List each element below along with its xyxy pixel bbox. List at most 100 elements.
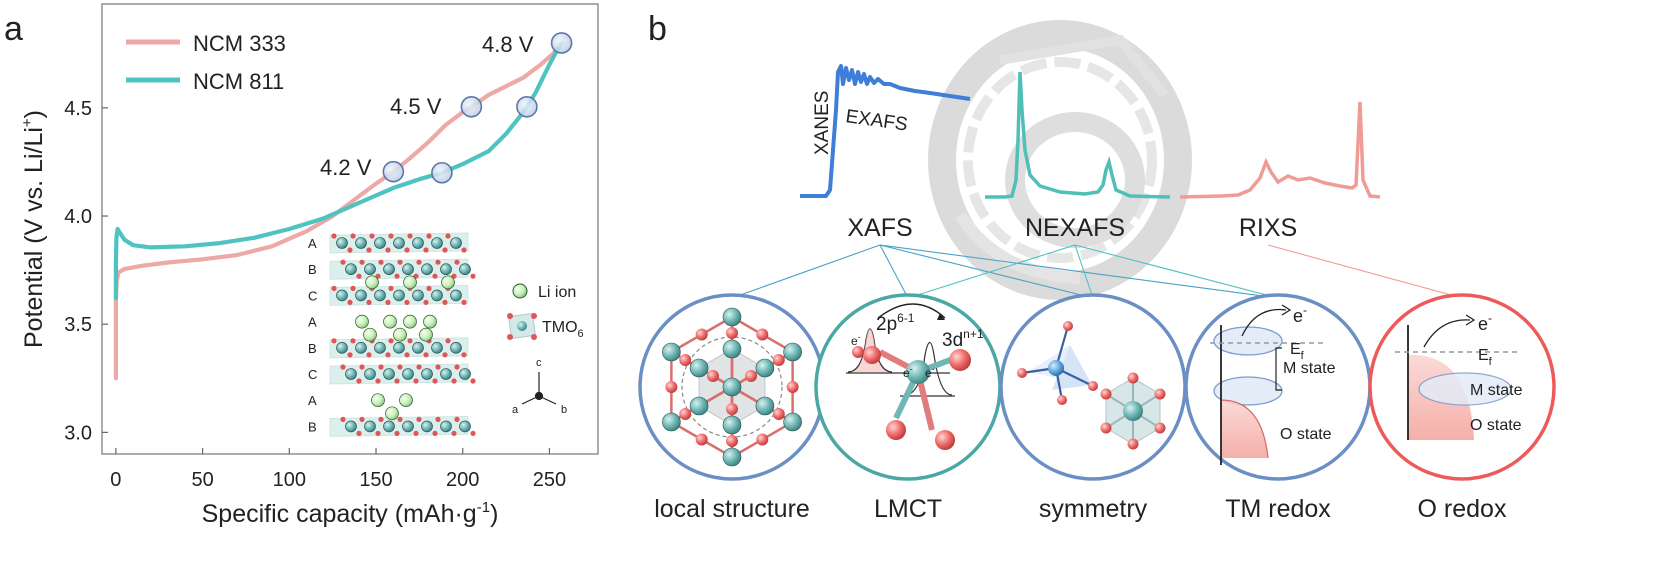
xanes-label: XANES (812, 91, 833, 155)
plot-frame (101, 3, 599, 455)
oxygen-atom (366, 299, 372, 305)
oxygen-atom (359, 259, 365, 265)
tm-atom (722, 339, 742, 359)
tm-atom (421, 263, 433, 276)
tm-redox-o-label: O state (1280, 426, 1332, 443)
oxygen-atom (350, 338, 356, 344)
oxygen-atom (786, 381, 799, 393)
oxygen-atom (679, 408, 692, 420)
oxygen-atom (347, 299, 353, 305)
oxygen-atom (435, 259, 441, 265)
oxygen-atom (388, 338, 394, 344)
tm-atom (402, 263, 414, 276)
li-ion-atom (355, 314, 369, 329)
tm-atom (364, 368, 376, 380)
tm-atom (336, 237, 348, 249)
connector-lines (731, 244, 1463, 299)
oxygen-atom (442, 247, 448, 253)
li-ion-atom (423, 314, 437, 329)
inset-legend: Li ion TMO6 c a b (507, 283, 584, 416)
tm-atom (722, 447, 742, 467)
x-tick-label: 100 (273, 469, 306, 491)
tm-atom (364, 420, 376, 433)
synchrotron-ring-illustration (928, 20, 1192, 300)
series-line-ncm333 (113, 40, 564, 381)
tm-atom (355, 341, 367, 354)
x-tick-label: 50 (191, 469, 213, 491)
y-tick-label: 3.0 (64, 422, 92, 444)
y-tick-label: 3.5 (64, 314, 92, 336)
oxygen-atom (454, 259, 460, 265)
oxygen-atom (442, 299, 448, 305)
xafs-title: XAFS (847, 214, 912, 242)
oxygen-atom (375, 378, 381, 384)
caption-symmetry: symmetry (1039, 495, 1148, 523)
lmct-e2: e- (903, 364, 913, 380)
x-tick-label: 200 (446, 469, 479, 491)
stacking-layer-label: C (308, 367, 317, 382)
tm-atom (393, 289, 405, 302)
caption-tm-redox: TM redox (1225, 495, 1331, 523)
stacking-layer-label: A (308, 393, 317, 408)
legend-label-ncm333: NCM 333 (193, 31, 286, 56)
tm-atom (440, 368, 452, 380)
oxygen-atom (385, 352, 391, 358)
oxygen-atom (442, 352, 448, 358)
oxygen-atom (745, 370, 757, 382)
x-tick-label: 0 (110, 469, 121, 491)
oxygen-atom (432, 273, 438, 279)
lmct-e3: e- (925, 364, 935, 380)
tm-atom (402, 420, 414, 433)
oxygen-atom (340, 364, 346, 370)
li-ion-atom (393, 327, 407, 342)
oxygen-atom (350, 285, 356, 291)
lmct-2p-label: 2p6-1 (876, 311, 915, 335)
tm-atom (412, 289, 424, 302)
tm-atom (459, 263, 471, 276)
tm-atom (689, 396, 709, 416)
x-axis-label: Specific capacity (mAh·g-1) (202, 499, 499, 528)
oxygen-atom (470, 273, 476, 279)
tm-atom (722, 377, 742, 397)
oxygen-atom (756, 328, 769, 341)
oxygen-atom (369, 233, 375, 239)
tm-atom (440, 263, 452, 276)
tm-atom (722, 415, 742, 435)
lmct-e1: e- (851, 332, 861, 348)
oxygen-atom (707, 370, 719, 382)
oxygen-atom (756, 433, 769, 446)
oxygen-atom (470, 430, 476, 436)
exafs-label: EXAFS (844, 106, 909, 135)
y-tick-label: 4.5 (64, 98, 92, 120)
oxygen-atom (378, 364, 384, 370)
x-tick-label: 250 (533, 469, 566, 491)
oxygen-atom (407, 338, 413, 344)
tm-atom (440, 420, 452, 433)
oxygen-atom (416, 259, 422, 265)
oxygen-atom (385, 299, 391, 305)
oxygen-atom (461, 352, 467, 358)
tm-atom (393, 237, 405, 249)
tm-atom (421, 420, 433, 433)
li-ion-atom (365, 275, 379, 290)
li-ion-atom (363, 327, 377, 342)
cutoff-voltage-marker (516, 95, 538, 118)
oxygen-atom (378, 416, 384, 422)
o-redox-o-label: O state (1470, 417, 1522, 434)
oxygen-atom (445, 338, 451, 344)
oxygen-atom (454, 364, 460, 370)
x-tick-label: 150 (359, 469, 392, 491)
tm-atom (345, 420, 357, 433)
tm-redox-ef-label: Ef (1290, 341, 1305, 362)
tm-atom (722, 307, 742, 327)
axis-b-label: b (561, 404, 567, 416)
oxygen-atom (432, 378, 438, 384)
tm-atom (662, 412, 681, 432)
stacking-layer-label: B (308, 419, 317, 434)
oxygen-atom (366, 247, 372, 253)
caption-o-redox: O redox (1418, 495, 1507, 523)
oxygen-atom (726, 403, 738, 415)
tm-atom (336, 289, 348, 302)
stacking-layer-label: A (308, 315, 317, 330)
